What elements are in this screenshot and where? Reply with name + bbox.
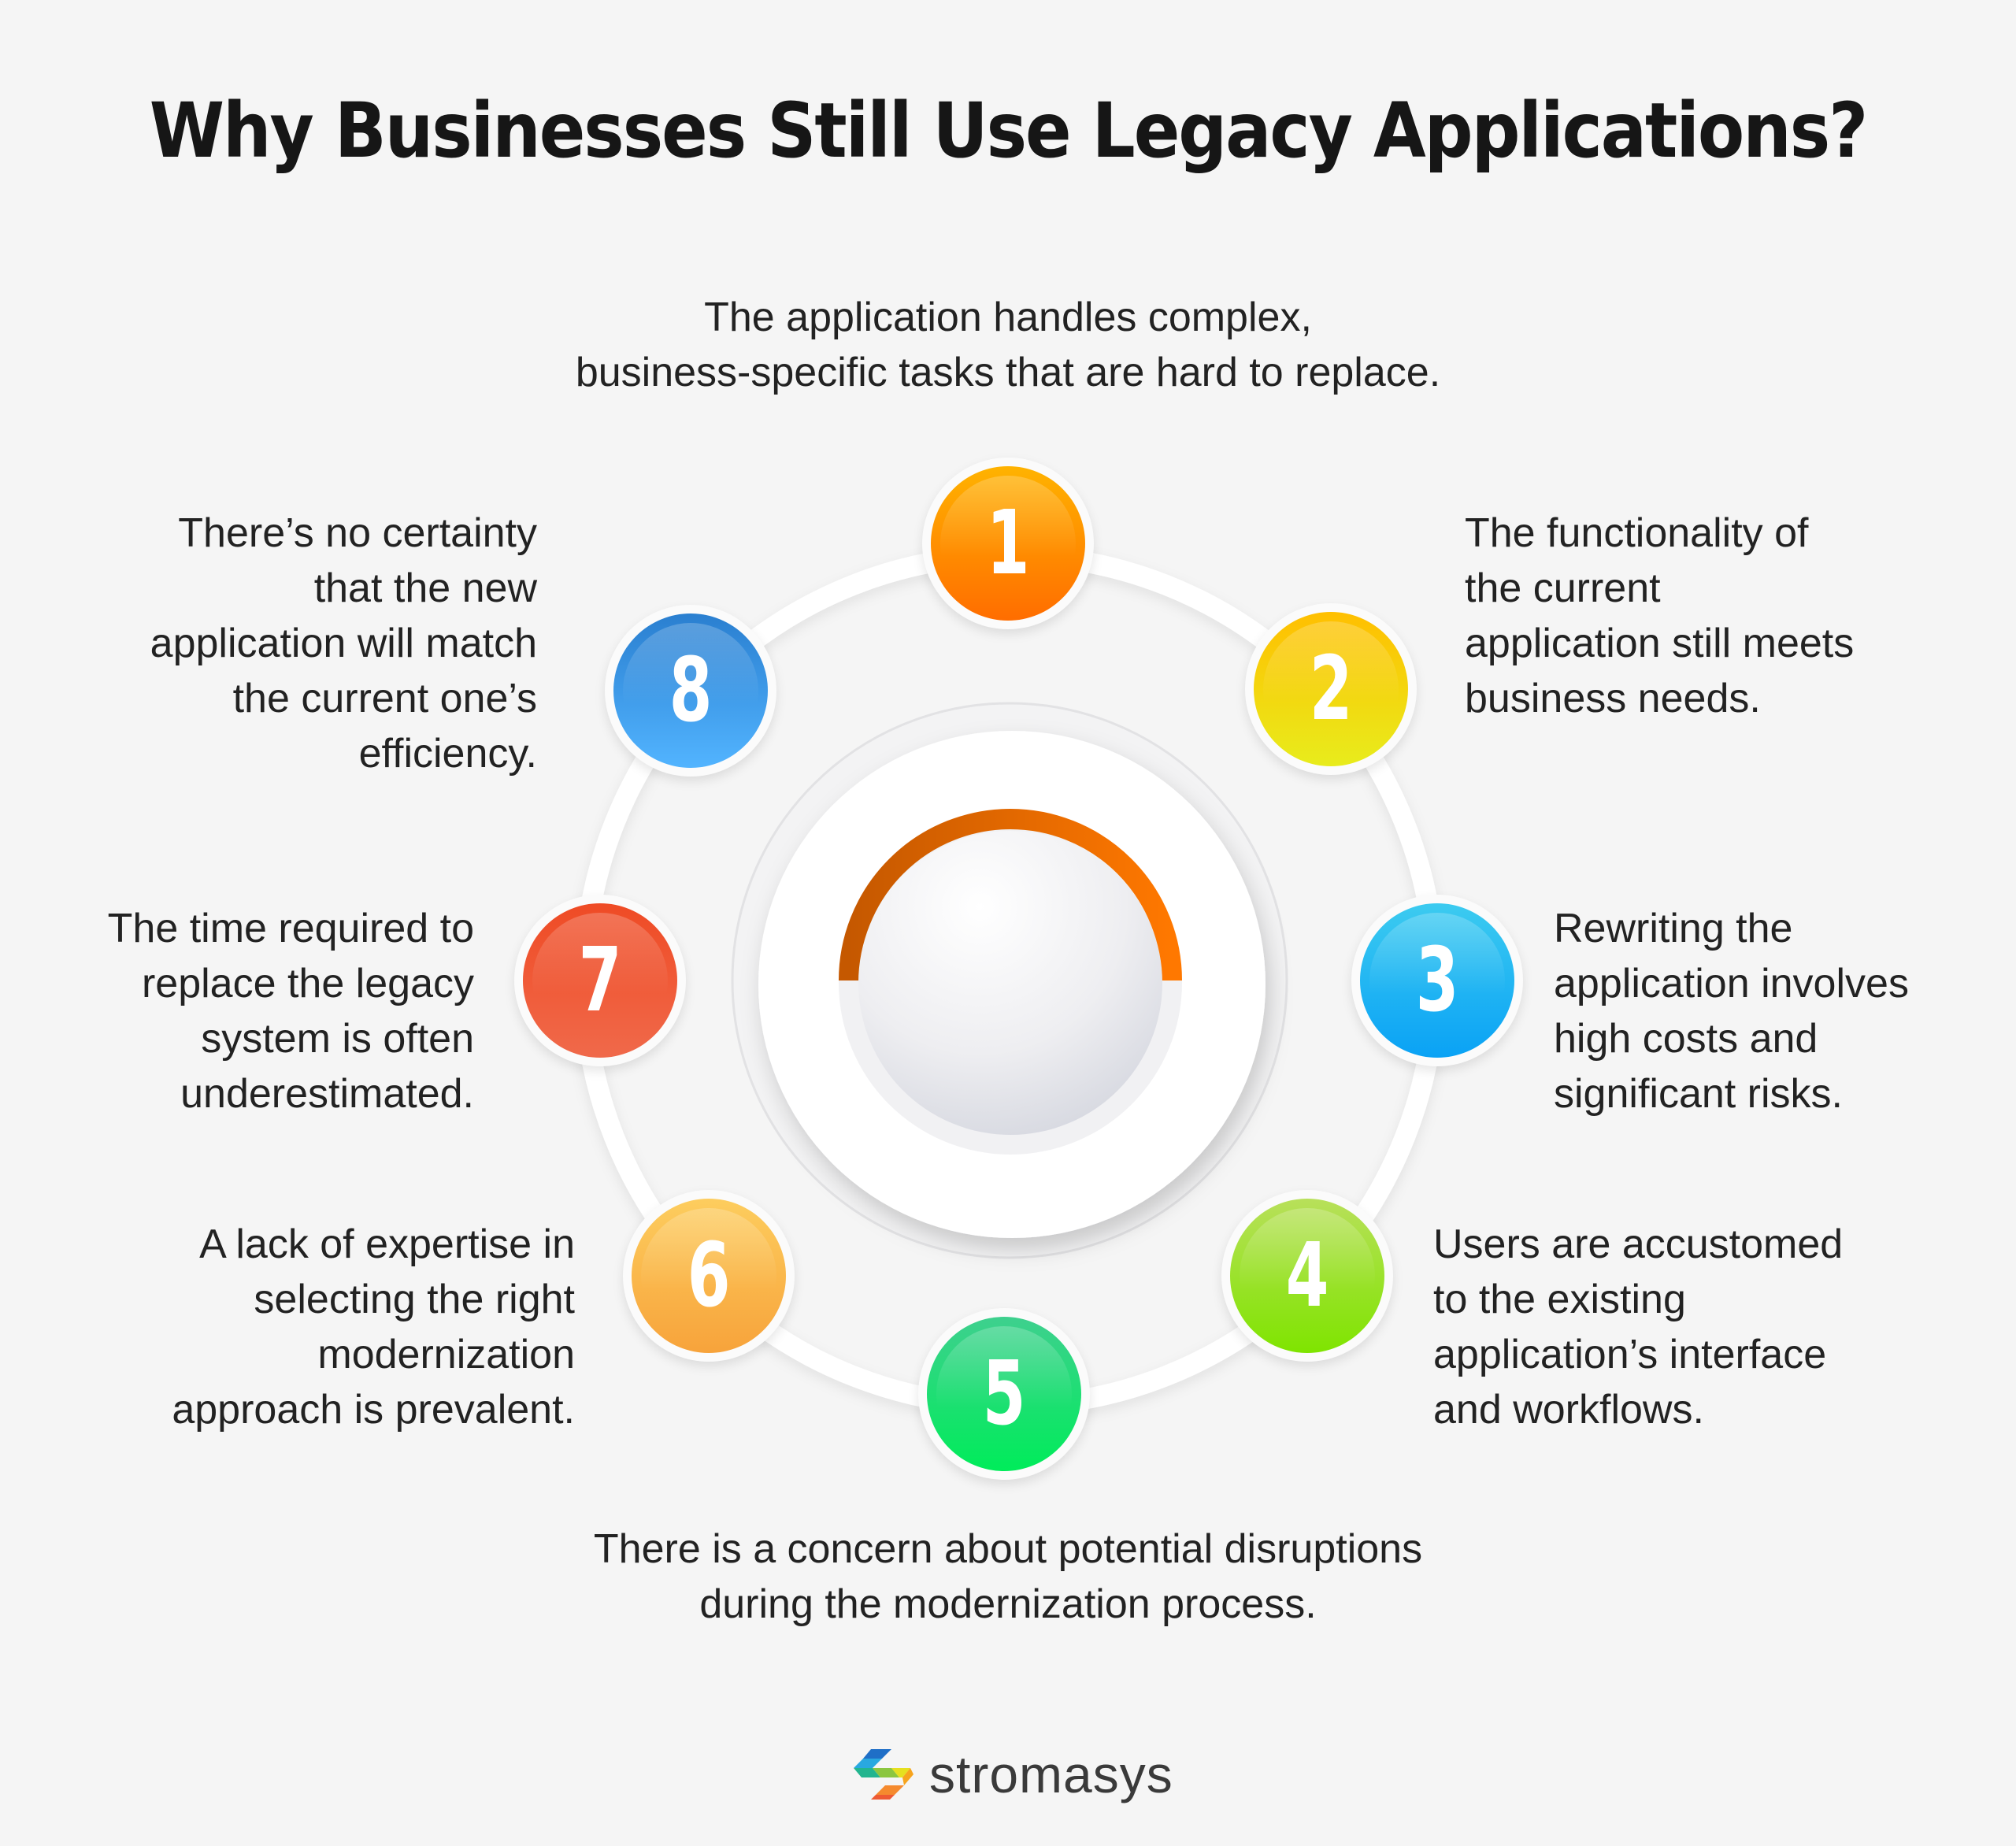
text-line: application’s interface bbox=[1433, 1332, 1827, 1377]
step-text-6: A lack of expertise in selecting the rig… bbox=[172, 1217, 575, 1437]
text-line: The functionality of bbox=[1465, 510, 1809, 556]
step-node-2: 2 bbox=[1245, 603, 1417, 775]
step-text-5: There is a concern about potential disru… bbox=[378, 1522, 1638, 1632]
step-text-2: The functionality of the current applica… bbox=[1465, 506, 1854, 726]
text-line: application will match bbox=[150, 621, 537, 666]
text-line: Rewriting the bbox=[1554, 906, 1793, 951]
text-line: high costs and bbox=[1554, 1016, 1818, 1062]
text-line: approach is prevalent. bbox=[172, 1387, 575, 1433]
text-line: efficiency. bbox=[358, 731, 537, 777]
text-line: The application handles complex, bbox=[704, 295, 1312, 340]
text-line: to the existing bbox=[1433, 1277, 1686, 1322]
step-node-3: 3 bbox=[1351, 895, 1523, 1066]
step-number: 3 bbox=[1415, 929, 1459, 1032]
text-line: A lack of expertise in bbox=[199, 1221, 575, 1267]
text-line: There’s no certainty bbox=[178, 510, 537, 556]
step-number: 5 bbox=[982, 1343, 1026, 1445]
step-text-8: There’s no certainty that the new applic… bbox=[150, 506, 537, 781]
step-number: 1 bbox=[986, 492, 1030, 595]
text-line: system is often bbox=[201, 1016, 474, 1062]
page-title: Why Businesses Still Use Legacy Applicat… bbox=[149, 87, 1869, 175]
text-line: business needs. bbox=[1465, 676, 1761, 721]
text-line: Users are accustomed bbox=[1433, 1221, 1844, 1267]
step-number: 7 bbox=[578, 929, 622, 1032]
text-line: during the modernization process. bbox=[699, 1581, 1317, 1627]
text-line: business-specific tasks that are hard to… bbox=[575, 350, 1441, 395]
text-line: the current one’s bbox=[232, 676, 537, 721]
text-line: the current bbox=[1465, 565, 1661, 611]
text-line: significant risks. bbox=[1554, 1071, 1843, 1117]
text-line: The time required to bbox=[107, 906, 474, 951]
step-number: 6 bbox=[687, 1225, 731, 1327]
step-number: 2 bbox=[1309, 638, 1353, 740]
stromasys-logo-icon bbox=[854, 1749, 914, 1800]
step-text-7: The time required to replace the legacy … bbox=[108, 901, 474, 1121]
text-line: underestimated. bbox=[180, 1071, 474, 1117]
text-line: There is a concern about potential disru… bbox=[593, 1526, 1423, 1572]
text-line: application involves bbox=[1554, 961, 1909, 1006]
text-line: and workflows. bbox=[1433, 1387, 1704, 1433]
logo-wordmark: stromasys bbox=[929, 1745, 1173, 1803]
text-line: replace the legacy bbox=[141, 961, 474, 1006]
text-line: modernization bbox=[317, 1332, 575, 1377]
step-text-3: Rewriting the application involves high … bbox=[1554, 901, 1909, 1121]
step-node-7: 7 bbox=[514, 895, 686, 1066]
text-line: that the new bbox=[313, 565, 537, 611]
step-node-8: 8 bbox=[605, 605, 776, 777]
step-number: 8 bbox=[669, 639, 713, 742]
step-node-6: 6 bbox=[623, 1190, 795, 1362]
step-node-4: 4 bbox=[1221, 1190, 1393, 1362]
step-number: 4 bbox=[1285, 1225, 1329, 1327]
step-node-1: 1 bbox=[922, 458, 1094, 629]
stromasys-logo: stromasys bbox=[850, 1744, 1173, 1804]
step-node-5: 5 bbox=[918, 1308, 1090, 1480]
text-line: application still meets bbox=[1465, 621, 1855, 666]
text-line: selecting the right bbox=[254, 1277, 575, 1322]
step-text-1: The application handles complex, busines… bbox=[378, 290, 1638, 400]
step-text-4: Users are accustomed to the existing app… bbox=[1433, 1217, 1843, 1437]
